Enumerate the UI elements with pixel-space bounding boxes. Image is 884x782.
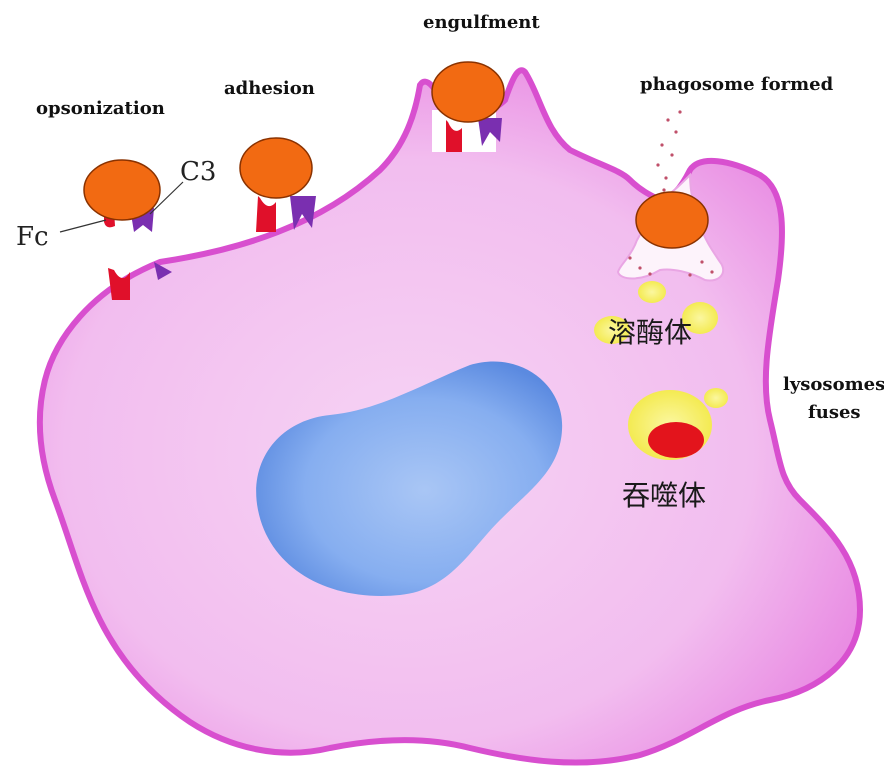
label-opsonization: opsonization	[36, 98, 165, 119]
label-phagosome-formed: phagosome formed	[640, 74, 834, 95]
bacterium-phagosome	[636, 192, 708, 248]
fc-receptor	[256, 196, 276, 232]
bacterium	[84, 160, 160, 220]
fc-pointer-line	[60, 220, 106, 232]
label-phagosome: 吞噬体	[622, 479, 706, 512]
bacterium	[240, 138, 312, 198]
label-fc: Fc	[16, 222, 49, 252]
label-c3: C3	[180, 157, 216, 187]
bacterium-engulfment	[432, 62, 504, 152]
label-lysosomes-line2: fuses	[808, 402, 861, 423]
label-adhesion: adhesion	[224, 78, 315, 99]
label-engulfment: engulfment	[423, 12, 540, 33]
label-lysosome: 溶酶体	[608, 316, 692, 349]
bacterium	[432, 62, 504, 122]
label-lysosomes-line1: lysosomes	[783, 374, 884, 395]
